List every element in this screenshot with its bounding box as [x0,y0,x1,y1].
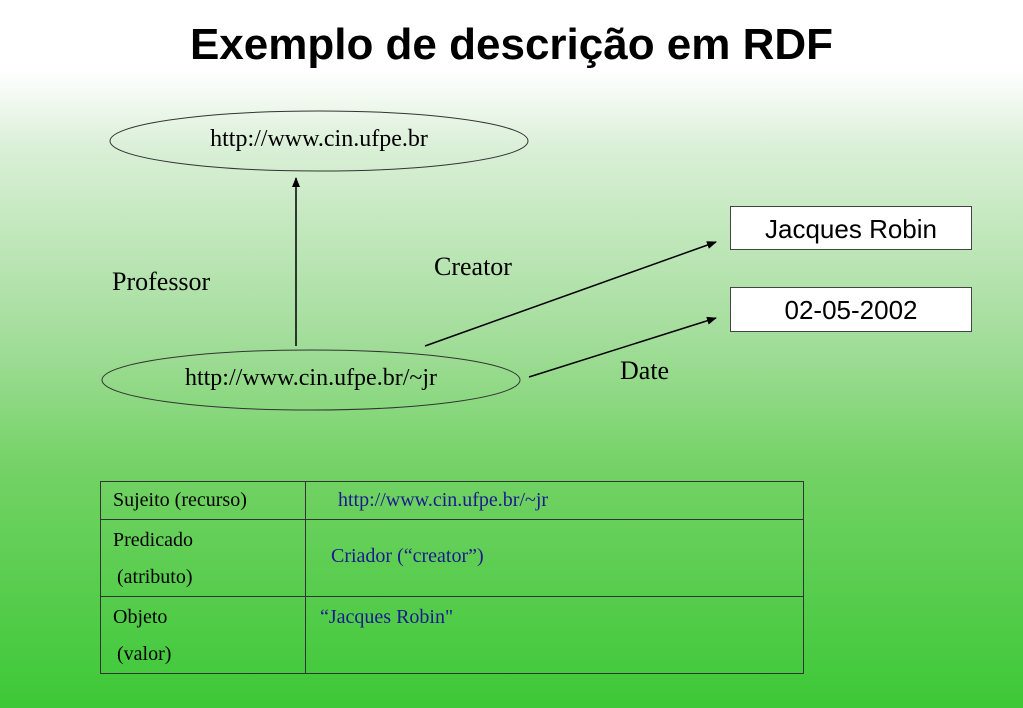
object-value: “Jacques Robin" [320,606,454,628]
node-top-label: http://www.cin.ufpe.br [210,126,428,152]
slide-title: Exemplo de descrição em RDF [189,20,834,69]
table-row-subject: Sujeito (recurso) http://www.cin.ufpe.br… [100,481,804,520]
table-row-predicate: Predicado (atributo) Criador (“creator”) [100,519,804,597]
edge-label-date: Date [620,356,670,385]
predicate-label-cell: Predicado (atributo) [100,519,306,597]
creator-arrow [424,241,717,347]
date-value-box: 02-05-2002 [730,287,972,332]
node-bottom-label: http://www.cin.ufpe.br/~jr [184,365,438,391]
predicate-value: Criador (“creator”) [331,545,484,567]
subject-label-cell: Sujeito (recurso) [100,481,306,520]
subject-value: http://www.cin.ufpe.br/~jr [338,489,549,511]
edge-label-professor: Professor [112,267,211,296]
object-label-line-1: Objeto [113,606,168,628]
date-arrow [528,316,717,378]
subject-label: Sujeito (recurso) [113,489,247,511]
predicate-label-line-2: (atributo) [117,566,193,588]
predicate-value-cell: Criador (“creator”) [305,519,804,597]
predicate-label-line-1: Predicado [113,529,193,551]
creator-value-box: Jacques Robin [730,206,972,250]
object-value-cell: “Jacques Robin" [305,596,804,674]
object-label-line-2: (valor) [117,643,172,665]
subject-value-cell: http://www.cin.ufpe.br/~jr [305,481,804,520]
node-top-ellipse [109,110,529,172]
rdf-triple-table: Sujeito (recurso) http://www.cin.ufpe.br… [100,481,804,674]
edge-label-creator: Creator [434,252,512,281]
table-row-object: Objeto (valor) “Jacques Robin" [100,596,804,674]
object-label-cell: Objeto (valor) [100,596,306,674]
node-bottom-ellipse [101,349,521,411]
